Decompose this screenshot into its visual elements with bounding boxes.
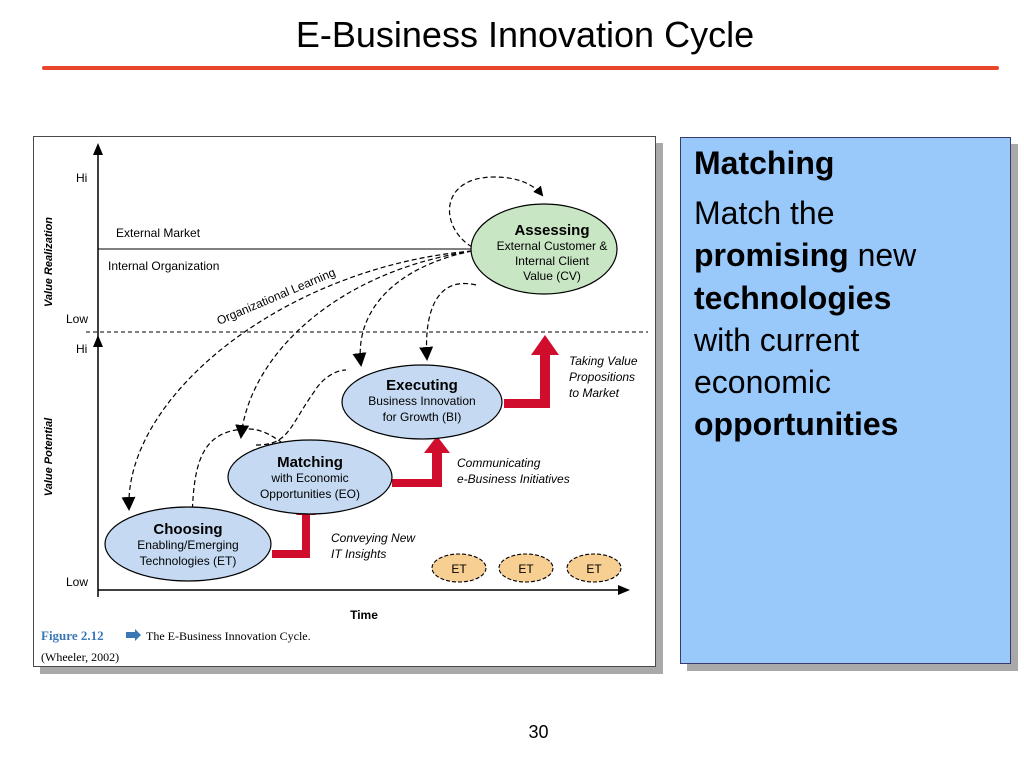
assessing-title: Assessing [514,222,589,239]
executing-line2: for Growth (BI) [383,410,462,424]
choosing-line1: Enabling/Emerging [137,538,238,552]
taking-label-1: Taking Value [569,354,638,368]
choosing-to-matching-arrow [272,502,316,558]
external-market-label: External Market [116,226,201,240]
conveying-label-2: IT Insights [331,547,386,561]
taking-label-3: to Market [569,386,620,400]
assessing-line1: External Customer & [497,239,608,253]
matching-node: Matching with Economic Opportunities (EO… [227,439,393,515]
figure-frame: Value Realization Value Potential Hi Low… [33,136,656,667]
figure-caption: Figure 2.12 The E-Business Innovation Cy… [41,628,311,664]
low-bottom-label: Low [66,575,88,589]
to-executing-arrow [352,250,473,367]
y-axis-label-top: Value Realization [43,217,55,307]
communicating-label-1: Communicating [457,456,541,470]
et-ovals: ET ET ET [431,553,622,583]
executing-title: Executing [386,377,458,394]
low-top-label: Low [66,312,88,326]
x-axis-arrowhead [618,585,630,595]
matching-line1: with Economic [270,471,348,485]
innovation-cycle-diagram: Value Realization Value Potential Hi Low… [41,143,648,664]
feedback-arrows [121,176,544,518]
panel-line-2: promising new [694,234,1000,276]
caption-text: The E-Business Innovation Cycle. [146,629,311,643]
caption-label: Figure 2.12 [41,628,104,643]
panel-text: Match the promising new technologies wit… [694,192,1000,445]
slide-title: E-Business Innovation Cycle [295,14,755,55]
panel-line-5: economic [694,364,831,401]
annotations: Taking Value Propositions to Market Comm… [331,354,638,561]
panel-line-1: Match the [694,195,835,232]
panel-line-4: with current [694,321,860,358]
assessing-line3: Value (CV) [523,269,581,283]
et-label: ET [518,562,534,576]
y-axis-mid-arrowhead [93,335,103,347]
to-matching-arrow [235,250,473,439]
emphasis-promising: promising [694,237,849,274]
choosing-line2: Technologies (ET) [140,554,237,568]
executing-return-arrow [419,282,477,361]
y-axis-label-bottom: Value Potential [43,417,55,496]
self-loop-arrow [448,176,544,248]
y-axis-arrowhead [93,143,103,155]
choosing-node: Choosing Enabling/Emerging Technologies … [104,506,272,582]
et-oval: ET [566,553,622,583]
matching-line2: Opportunities (EO) [260,487,360,501]
caption-arrow-icon [126,629,141,641]
matching-description-panel: Matching Match the promising new technol… [680,137,1011,664]
title-rule [42,66,999,70]
et-oval: ET [431,553,487,583]
et-oval: ET [498,553,554,583]
matching-title: Matching [277,454,343,471]
hi-top-label: Hi [76,171,87,185]
matching-to-executing-arrow [392,436,450,487]
executing-line1: Business Innovation [368,394,475,408]
executing-loop-arrow [255,369,347,446]
x-axis-label: Time [350,608,378,622]
axes [86,143,648,597]
organizational-learning-label: Organizational Learning [215,265,338,328]
choosing-title: Choosing [153,521,222,538]
internal-organization-label: Internal Organization [108,259,219,273]
taking-label-2: Propositions [569,370,635,384]
emphasis-opportunities: opportunities [694,406,899,443]
executing-node: Executing Business Innovation for Growth… [341,364,503,440]
conveying-label-1: Conveying New [331,531,416,545]
executing-to-market-arrow [504,335,559,408]
panel-heading: Matching [694,145,835,181]
communicating-label-2: e-Business Initiatives [457,472,570,486]
assessing-line2: Internal Client [515,254,590,268]
emphasis-technologies: technologies [694,279,892,316]
progression-arrows [272,335,559,558]
et-label: ET [586,562,602,576]
page-number: 30 [528,722,549,742]
to-choosing-arrow [121,250,473,511]
citation-text: (Wheeler, 2002) [41,650,119,664]
et-label: ET [451,562,467,576]
hi-bottom-label: Hi [76,342,87,356]
panel-line-2-rest: new [848,237,917,274]
assessing-node: Assessing External Customer & Internal C… [470,203,618,295]
matching-loop-arrow [191,428,282,518]
